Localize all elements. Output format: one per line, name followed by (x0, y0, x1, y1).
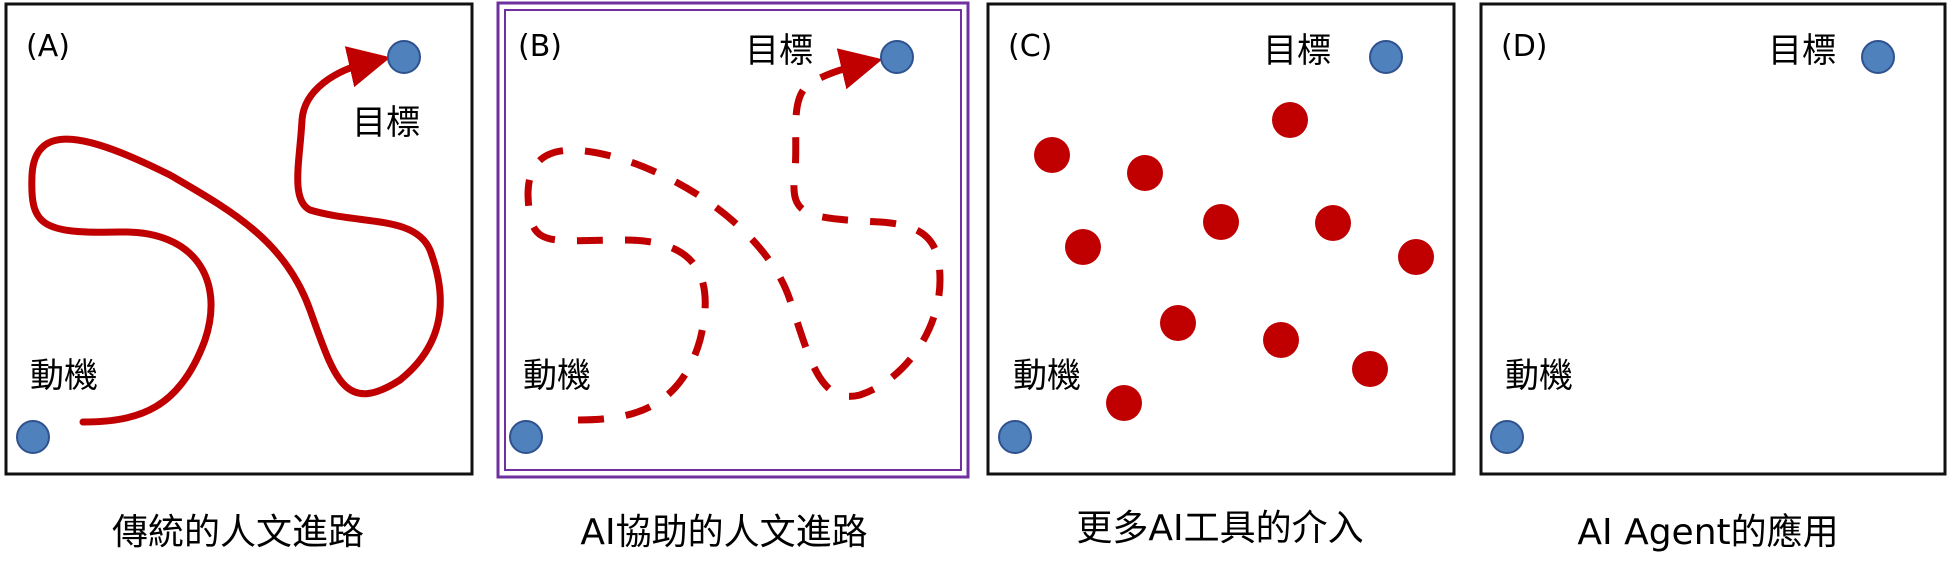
panel-d-goal-node (1861, 40, 1895, 74)
panel-c-step-dot (1034, 137, 1070, 173)
panel-d-start-label: 動機 (1505, 356, 1573, 396)
panel-b-label: (B) (518, 29, 562, 64)
panel-c-caption: 更多AI工具的介入 (1076, 508, 1363, 549)
panel-a: (A) 目標 動機 (4, 2, 474, 476)
panel-a-start-node (16, 420, 50, 454)
panel-a-goal-node (387, 40, 421, 74)
panel-a-label: (A) (26, 29, 70, 64)
panel-c-step-dot (1263, 322, 1299, 358)
panel-c-step-dot (1160, 305, 1196, 341)
panel-a-frame (4, 2, 474, 476)
panel-d: (D) 目標 動機 (1479, 2, 1947, 476)
panel-d-caption: AI Agent的應用 (1577, 512, 1838, 553)
panel-c-step-dot (1127, 155, 1163, 191)
panel-d-label: (D) (1501, 29, 1548, 64)
panel-c-step-dot (1272, 102, 1308, 138)
panel-c-step-dot (1065, 229, 1101, 265)
panel-c-label: (C) (1008, 29, 1052, 64)
panel-a-caption: 傳統的人文進路 (112, 512, 364, 553)
panel-c-goal-label: 目標 (1263, 31, 1331, 71)
panel-c: (C) 目標 動機 (986, 2, 1456, 476)
panel-c-step-dot (1315, 205, 1351, 241)
panel-b-path (524, 48, 944, 424)
panel-b-caption: AI協助的人文進路 (580, 512, 867, 553)
panel-d-frame (1479, 2, 1947, 476)
panel-c-step-dot (1398, 239, 1434, 275)
panel-b-frame-inner (504, 9, 962, 471)
panel-b-goal-label: 目標 (745, 31, 813, 71)
panel-c-step-dot (1106, 385, 1142, 421)
panel-d-goal-label: 目標 (1768, 31, 1836, 71)
panel-c-start-label: 動機 (1013, 356, 1081, 396)
panel-b-goal-node (880, 40, 914, 74)
panel-a-goal-label: 目標 (352, 103, 420, 143)
panel-a-path (28, 46, 444, 426)
panel-b-start-node (509, 420, 543, 454)
panel-b: (B) 目標 動機 (496, 1, 970, 479)
panel-b-frame-outer (496, 1, 970, 479)
panel-c-goal-node (1369, 40, 1403, 74)
panel-c-frame (986, 2, 1456, 476)
panel-b-start-label: 動機 (523, 356, 591, 396)
panel-a-start-label: 動機 (30, 356, 98, 396)
panel-d-start-node (1490, 420, 1524, 454)
panel-c-start-node (998, 420, 1032, 454)
panel-c-step-dot (1203, 204, 1239, 240)
panel-c-step-dot (1352, 351, 1388, 387)
